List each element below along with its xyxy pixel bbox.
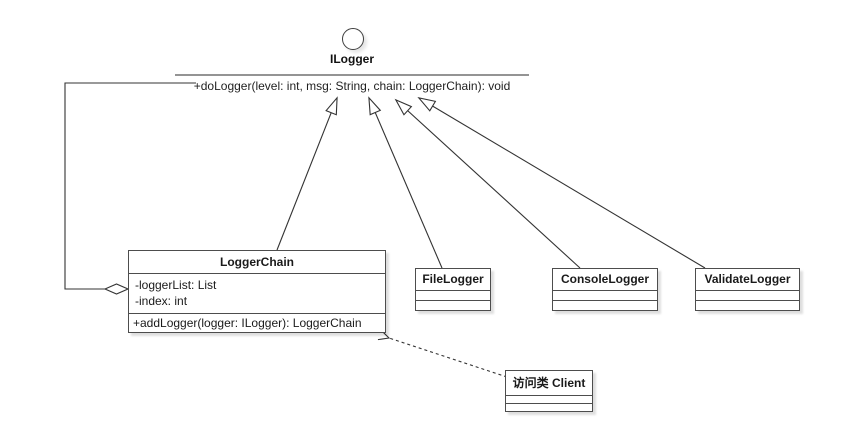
empty-methods-compartment xyxy=(696,301,799,310)
attribute: -loggerList: List xyxy=(135,278,217,292)
class-client-title: 访问类 Client xyxy=(506,371,592,396)
class-filelogger-title: FileLogger xyxy=(416,269,490,291)
empty-methods-compartment xyxy=(416,301,490,310)
class-loggerchain-title: LoggerChain xyxy=(129,251,385,274)
interface-method: +doLogger(level: int, msg: String, chain… xyxy=(193,79,511,93)
class-loggerchain-methods: +addLogger(logger: ILogger): LoggerChain xyxy=(129,314,385,333)
empty-methods-compartment xyxy=(506,404,592,411)
empty-methods-compartment xyxy=(553,301,657,310)
aggregation-line-loggerchain-ilogger xyxy=(64,82,196,290)
class-consolelogger: ConsoleLogger xyxy=(552,268,658,311)
empty-attributes-compartment xyxy=(696,291,799,301)
realization-validatelogger-ilogger xyxy=(417,97,706,269)
interface-name: ILogger xyxy=(330,52,374,66)
empty-attributes-compartment xyxy=(553,291,657,301)
class-validatelogger: ValidateLogger xyxy=(695,268,800,311)
dependency-client-loggerchain xyxy=(377,329,508,378)
realization-consolelogger-ilogger xyxy=(394,98,581,269)
class-filelogger: FileLogger xyxy=(415,268,491,311)
class-consolelogger-title: ConsoleLogger xyxy=(553,269,657,291)
realization-filelogger-ilogger xyxy=(368,96,443,269)
interface-separator-line xyxy=(175,74,529,76)
interface-circle-icon xyxy=(342,28,364,50)
realization-loggerchain-ilogger xyxy=(276,96,338,251)
class-loggerchain: LoggerChain -loggerList: List -index: in… xyxy=(128,250,386,333)
class-validatelogger-title: ValidateLogger xyxy=(696,269,799,291)
class-client: 访问类 Client xyxy=(505,370,593,412)
attribute: -index: int xyxy=(135,294,188,308)
method: +addLogger(logger: ILogger): LoggerChain xyxy=(133,316,362,330)
empty-attributes-compartment xyxy=(416,291,490,301)
empty-attributes-compartment xyxy=(506,396,592,404)
aggregation-diamond xyxy=(103,283,130,295)
class-loggerchain-attributes: -loggerList: List -index: int xyxy=(129,274,385,314)
